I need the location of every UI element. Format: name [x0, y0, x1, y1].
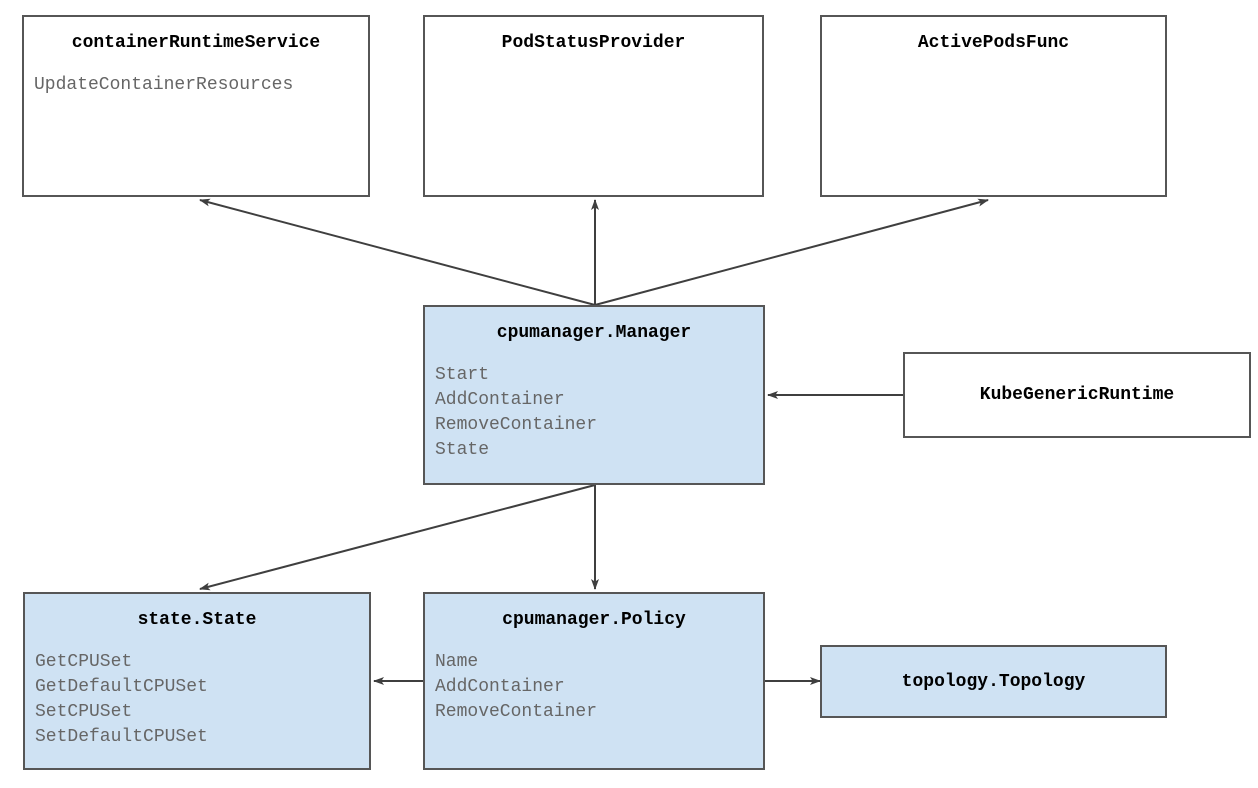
node-method: GetDefaultCPUSet	[35, 677, 208, 697]
node-method: RemoveContainer	[435, 415, 598, 435]
node-method: GetCPUSet	[35, 652, 133, 672]
edge-manager-to-containerRuntimeService	[199, 198, 596, 306]
node-method: Name	[435, 652, 479, 672]
node-cpumanager-policy[interactable]: cpumanager.Policy Name AddContainer Remo…	[423, 592, 765, 770]
node-kube-generic-runtime[interactable]: KubeGenericRuntime	[903, 352, 1251, 438]
node-container-runtime-service[interactable]: containerRuntimeService UpdateContainerR…	[22, 15, 370, 197]
node-method-list: GetCPUSet GetDefaultCPUSet SetCPUSet Set…	[35, 650, 369, 750]
edge-manager-to-stateState	[199, 484, 596, 591]
node-title: topology.Topology	[901, 671, 1086, 692]
node-method: AddContainer	[435, 677, 565, 697]
node-method-list: Name AddContainer RemoveContainer	[435, 650, 763, 725]
node-method: SetDefaultCPUSet	[35, 727, 208, 747]
node-method: Start	[435, 365, 490, 385]
node-state-state[interactable]: state.State GetCPUSet GetDefaultCPUSet S…	[23, 592, 371, 770]
node-method: AddContainer	[435, 390, 565, 410]
node-method-list: UpdateContainerResources	[34, 73, 368, 98]
node-title: cpumanager.Policy	[502, 610, 686, 630]
node-title: state.State	[137, 610, 257, 630]
node-title: containerRuntimeService	[71, 33, 321, 53]
node-cpumanager-manager[interactable]: cpumanager.Manager Start AddContainer Re…	[423, 305, 765, 485]
node-method: RemoveContainer	[435, 702, 598, 722]
node-title: cpumanager.Manager	[496, 323, 692, 343]
node-pod-status-provider[interactable]: PodStatusProvider	[423, 15, 764, 197]
node-title: ActivePodsFunc	[917, 33, 1070, 53]
node-title: PodStatusProvider	[501, 33, 686, 53]
edge-manager-to-activePodsFunc	[594, 198, 989, 306]
node-method: UpdateContainerResources	[34, 75, 294, 95]
node-method-list: Start AddContainer RemoveContainer State	[435, 363, 763, 463]
node-method: State	[435, 440, 490, 460]
node-topology-topology[interactable]: topology.Topology	[820, 645, 1167, 718]
node-title: KubeGenericRuntime	[979, 385, 1175, 405]
node-method: SetCPUSet	[35, 702, 133, 722]
node-active-pods-func[interactable]: ActivePodsFunc	[820, 15, 1167, 197]
